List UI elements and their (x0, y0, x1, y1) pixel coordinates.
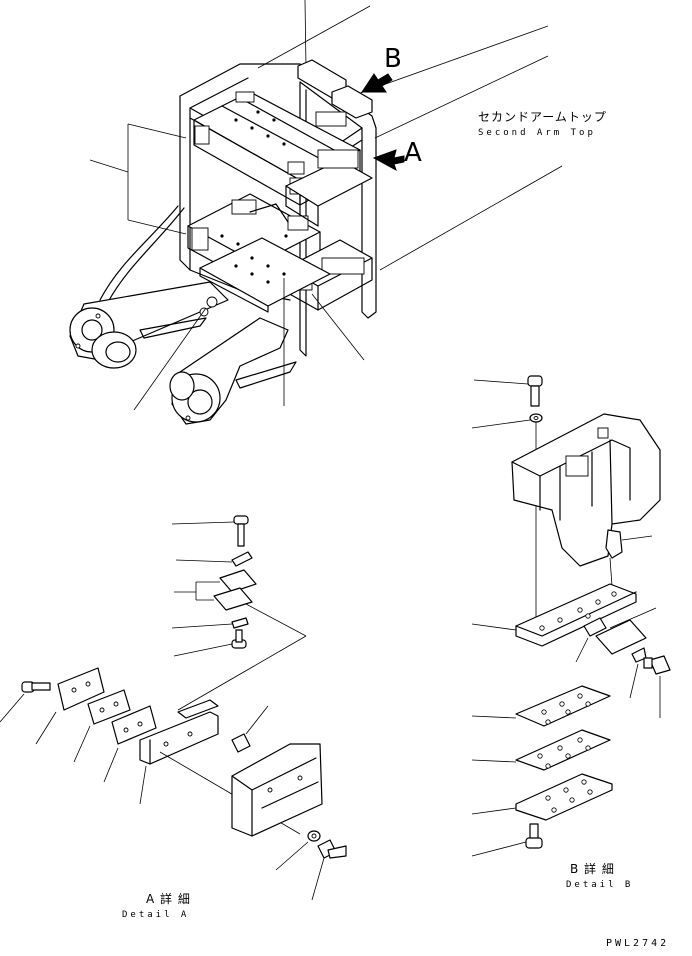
drawing-code: PWL2742 (606, 938, 670, 949)
arrow-a-icon (372, 149, 405, 172)
detail-b-title-en: Detail B (566, 880, 634, 890)
detail-a-drawing (0, 515, 347, 901)
second-arm-top-label-en: Second Arm Top (478, 128, 596, 138)
arm-top-assembly (69, 0, 563, 425)
second-arm-top-label-jp: セカンドアームトップ (478, 110, 607, 124)
view-b-label: B (384, 44, 402, 74)
detail-b-drawing (471, 375, 671, 857)
arrow-b-icon (361, 73, 393, 93)
detail-b-title-jp: B 詳 細 (570, 862, 615, 876)
detail-a-title-jp: A 詳 細 (146, 892, 191, 906)
detail-a-title-en: Detail A (122, 910, 190, 920)
view-a-label: A (404, 138, 422, 168)
